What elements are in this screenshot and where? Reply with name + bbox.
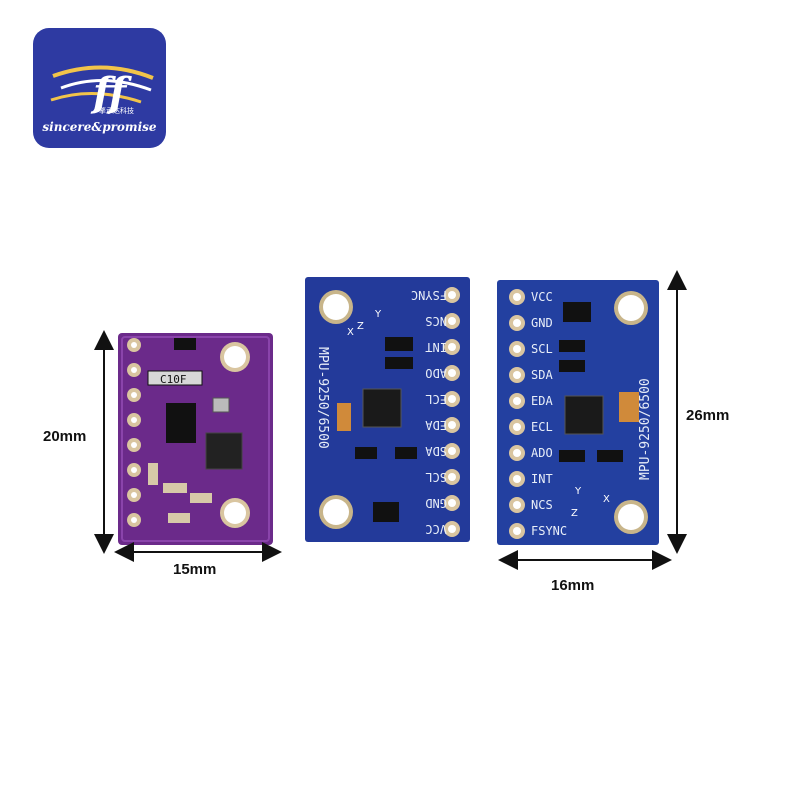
- logo-graphic: ff: [50, 65, 154, 116]
- right-axis-y: Y: [574, 486, 582, 497]
- purple-board-pin-column: [127, 338, 141, 527]
- middle-board-pins: [444, 287, 460, 537]
- brand-logo: ff 擎承达科技 sincere&promise: [33, 28, 166, 148]
- middle-pin-label-vcc: VCC: [425, 522, 447, 536]
- right-pin-label-gnd: GND: [531, 316, 553, 330]
- right-axis-x: X: [603, 494, 610, 505]
- svg-text:ff: ff: [90, 69, 132, 116]
- right-pin-label-int: INT: [531, 472, 553, 486]
- right-axis-z: Z: [571, 508, 578, 519]
- middle-axis-x: X: [347, 327, 354, 338]
- purple-width-label: 15mm: [173, 561, 217, 578]
- right-pin-label-sda: SDA: [531, 368, 553, 382]
- logo-subtitle: 擎承达科技: [99, 108, 134, 115]
- purple-sensor-board: C10F: [118, 333, 273, 545]
- purple-chip-label: C10F: [160, 373, 187, 386]
- right-width-label: 16mm: [551, 577, 595, 594]
- logo-brand-text: sincere&promise: [42, 120, 157, 134]
- right-pin-label-ncs: NCS: [531, 498, 553, 512]
- mpu-board-middle: FSYNC NCS INT ADO ECL EDA SDA SCL GND VC…: [305, 277, 470, 542]
- middle-axis-y: Y: [374, 309, 382, 320]
- right-pin-label-ecl: ECL: [531, 420, 553, 434]
- right-height-label: 26mm: [686, 407, 730, 424]
- middle-pin-label-eda: EDA: [425, 418, 447, 432]
- middle-pin-label-ecl: ECL: [425, 392, 447, 406]
- middle-pin-label-gnd: GND: [425, 496, 447, 510]
- mpu-board-right: VCC GND SCL SDA EDA ECL ADO INT NCS FSYN…: [497, 280, 659, 545]
- purple-height-label: 20mm: [43, 428, 87, 445]
- middle-model-label: MPU-9250/6500: [315, 347, 330, 449]
- middle-pin-label-sda: SDA: [425, 444, 447, 458]
- right-pin-label-eda: EDA: [531, 394, 553, 408]
- middle-pin-label-scl: SCL: [425, 470, 447, 484]
- middle-pin-label-ncs: NCS: [425, 314, 447, 328]
- right-pin-label-ado: ADO: [531, 446, 553, 460]
- middle-pin-label-int: INT: [425, 340, 447, 354]
- right-model-label: MPU-9250/6500: [638, 378, 653, 480]
- right-pin-label-scl: SCL: [531, 342, 553, 356]
- right-board-pins: [509, 289, 525, 539]
- middle-axis-z: Z: [357, 321, 364, 332]
- middle-pin-label-fsync: FSYNC: [411, 288, 447, 302]
- right-pin-label-vcc: VCC: [531, 290, 553, 304]
- right-pin-label-fsync: FSYNC: [531, 524, 567, 538]
- middle-pin-label-ado: ADO: [425, 366, 447, 380]
